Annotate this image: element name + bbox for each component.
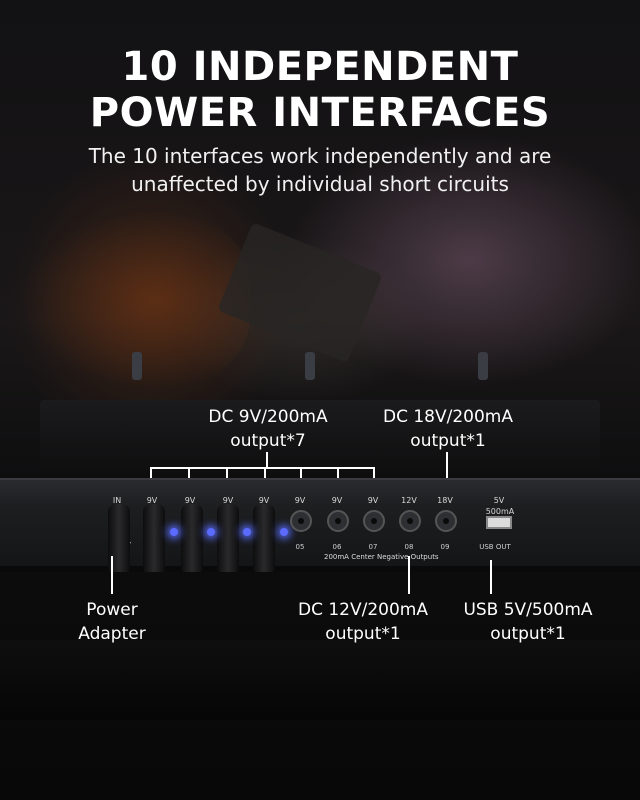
pedal-knob bbox=[132, 352, 142, 380]
callout-line bbox=[408, 556, 410, 594]
pedal-knob bbox=[305, 352, 315, 380]
callout-dc12v: DC 12V/200mA output*1 bbox=[288, 598, 438, 646]
panel-edge bbox=[0, 566, 640, 572]
port-label: 9V bbox=[222, 496, 234, 505]
port-label-in: IN bbox=[112, 496, 122, 505]
pedalboard-background bbox=[40, 400, 600, 470]
port-label: 9V bbox=[146, 496, 158, 505]
port-number: 05 bbox=[295, 543, 305, 551]
callout-power-line1: Power bbox=[86, 600, 138, 620]
bracket-line bbox=[264, 467, 266, 487]
bracket-line bbox=[446, 452, 448, 488]
callout-dc18v: DC 18V/200mA output*1 bbox=[368, 405, 528, 453]
status-led bbox=[280, 528, 288, 536]
bracket-line bbox=[266, 452, 268, 468]
port-label: 9V bbox=[294, 496, 306, 505]
dc-plug bbox=[143, 504, 165, 572]
callout-power-line2: Adapter bbox=[78, 624, 146, 644]
port-label: 12V bbox=[401, 496, 417, 505]
subtitle-line-1: The 10 interfaces work independently and… bbox=[88, 144, 552, 168]
callout-dc18v-line1: DC 18V/200mA bbox=[383, 407, 513, 427]
port-number: 09 bbox=[440, 543, 450, 551]
callout-usb-line1: USB 5V/500mA bbox=[463, 600, 593, 620]
callout-dc12v-line2: output*1 bbox=[325, 624, 401, 644]
dc-jack bbox=[435, 510, 457, 532]
dc-jack bbox=[290, 510, 312, 532]
dc-plug bbox=[253, 504, 275, 572]
callout-dc18v-line2: output*1 bbox=[410, 431, 486, 451]
callout-line bbox=[490, 560, 492, 594]
callout-dc9v-line2: output*7 bbox=[230, 431, 306, 451]
power-plug bbox=[108, 504, 130, 572]
dc-plug bbox=[181, 504, 203, 572]
status-led bbox=[243, 528, 251, 536]
usb-port bbox=[486, 516, 512, 529]
callout-line bbox=[111, 556, 113, 594]
bracket-line bbox=[300, 467, 302, 487]
port-number: 06 bbox=[332, 543, 342, 551]
usb-voltage-label: 5V bbox=[493, 496, 505, 505]
bracket-line bbox=[150, 467, 152, 487]
status-led bbox=[170, 528, 178, 536]
bracket-line bbox=[337, 467, 339, 487]
headline-line-1: 10 INDEPENDENT bbox=[121, 44, 519, 90]
bracket-line bbox=[226, 467, 228, 487]
port-number: 08 bbox=[404, 543, 414, 551]
headline-line-2: POWER INTERFACES bbox=[89, 90, 551, 136]
dc-jack bbox=[363, 510, 385, 532]
dc-jack bbox=[327, 510, 349, 532]
usb-out-label: USB OUT bbox=[479, 543, 511, 551]
port-number: 07 bbox=[368, 543, 378, 551]
callout-dc9v-line1: DC 9V/200mA bbox=[208, 407, 328, 427]
port-label: 9V bbox=[258, 496, 270, 505]
callout-dc12v-line1: DC 12V/200mA bbox=[298, 600, 428, 620]
bracket-line bbox=[188, 467, 190, 487]
center-negative-label: 200mA Center Negative Outputs bbox=[324, 553, 439, 561]
dc-plug bbox=[217, 504, 239, 572]
subtitle-line-2: unaffected by individual short circuits bbox=[131, 172, 509, 196]
dc-jack bbox=[399, 510, 421, 532]
power-supply-panel bbox=[0, 478, 640, 568]
bracket-line bbox=[150, 467, 374, 469]
callout-usb-line2: output*1 bbox=[490, 624, 566, 644]
bracket-line bbox=[373, 467, 375, 487]
usb-current-label: 500mA bbox=[485, 507, 515, 516]
port-label: 9V bbox=[367, 496, 379, 505]
table-reflection bbox=[0, 640, 640, 720]
callout-usb: USB 5V/500mA output*1 bbox=[448, 598, 608, 646]
port-label: 9V bbox=[331, 496, 343, 505]
port-label: 18V bbox=[437, 496, 453, 505]
callout-power-adapter: Power Adapter bbox=[52, 598, 172, 646]
port-label: 9V bbox=[184, 496, 196, 505]
status-led bbox=[207, 528, 215, 536]
pedal-knob bbox=[478, 352, 488, 380]
callout-dc9v: DC 9V/200mA output*7 bbox=[178, 405, 358, 453]
